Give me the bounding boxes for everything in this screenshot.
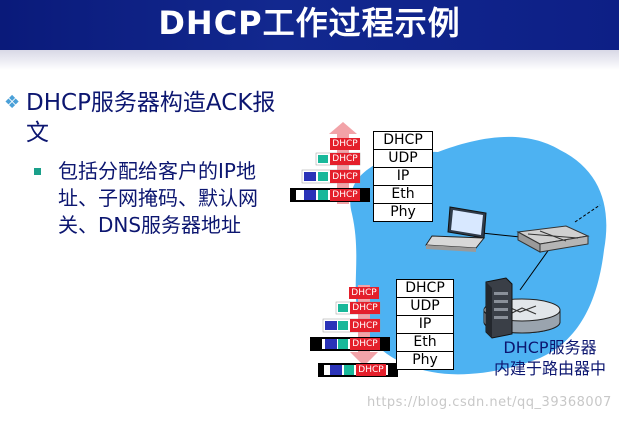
packet-label: DHCP — [350, 321, 380, 331]
laptop-icon — [425, 206, 487, 252]
switch-icon — [516, 225, 590, 253]
bullet-sub: 包括分配给客户的IP地址、子网掩码、默认网关、DNS服务器地址 — [34, 158, 284, 239]
bullet-list: ❖DHCP服务器构造ACK报文 包括分配给客户的IP地址、子网掩码、默认网关、D… — [4, 88, 304, 237]
packet-label: DHCP — [330, 154, 360, 164]
packet-label: DHCP — [330, 190, 360, 200]
packet-label: DHCP — [356, 365, 386, 375]
square-bullet-icon — [34, 168, 41, 175]
client-stack-ip: IP — [373, 167, 433, 186]
link-line-switch-router — [519, 247, 551, 291]
client-stack-dhcp: DHCP — [373, 131, 433, 150]
client-stack-eth: Eth — [373, 185, 433, 204]
slide-title: DHCP工作过程示例 — [158, 4, 461, 42]
server-stack-eth: Eth — [396, 333, 454, 352]
bullet-sub-text: 包括分配给客户的IP地址、子网掩码、默认网关、DNS服务器地址 — [58, 159, 258, 237]
packet-label: DHCP — [349, 288, 379, 298]
link-line-switch-out — [574, 204, 601, 223]
server-stack-ip: IP — [396, 315, 454, 334]
client-stack-phy: Phy — [373, 203, 433, 222]
server-stack-phy: Phy — [396, 351, 454, 370]
client-stack-udp: UDP — [373, 149, 433, 168]
watermark: https://blog.csdn.net/qq_39368007 — [367, 395, 612, 410]
title-bar — [0, 0, 619, 70]
diamond-bullet-icon: ❖ — [4, 92, 21, 113]
bullet-main: ❖DHCP服务器构造ACK报文 — [4, 88, 304, 148]
bullet-main-text: DHCP服务器构造ACK报文 — [26, 90, 276, 146]
server-caption-line2: 内建于路由器中 — [493, 359, 606, 378]
server-stack-udp: UDP — [396, 297, 454, 316]
title-shadow — [0, 50, 619, 70]
server-icon — [485, 277, 513, 339]
packet-label: DHCP — [330, 139, 360, 149]
packet-label: DHCP — [330, 172, 360, 182]
server-caption-line1: DHCP服务器 — [503, 338, 597, 357]
packet-label: DHCP — [350, 339, 380, 349]
server-caption: DHCP服务器 内建于路由器中 — [482, 337, 618, 379]
server-stack-dhcp: DHCP — [396, 279, 454, 298]
packet-label: DHCP — [350, 303, 380, 313]
